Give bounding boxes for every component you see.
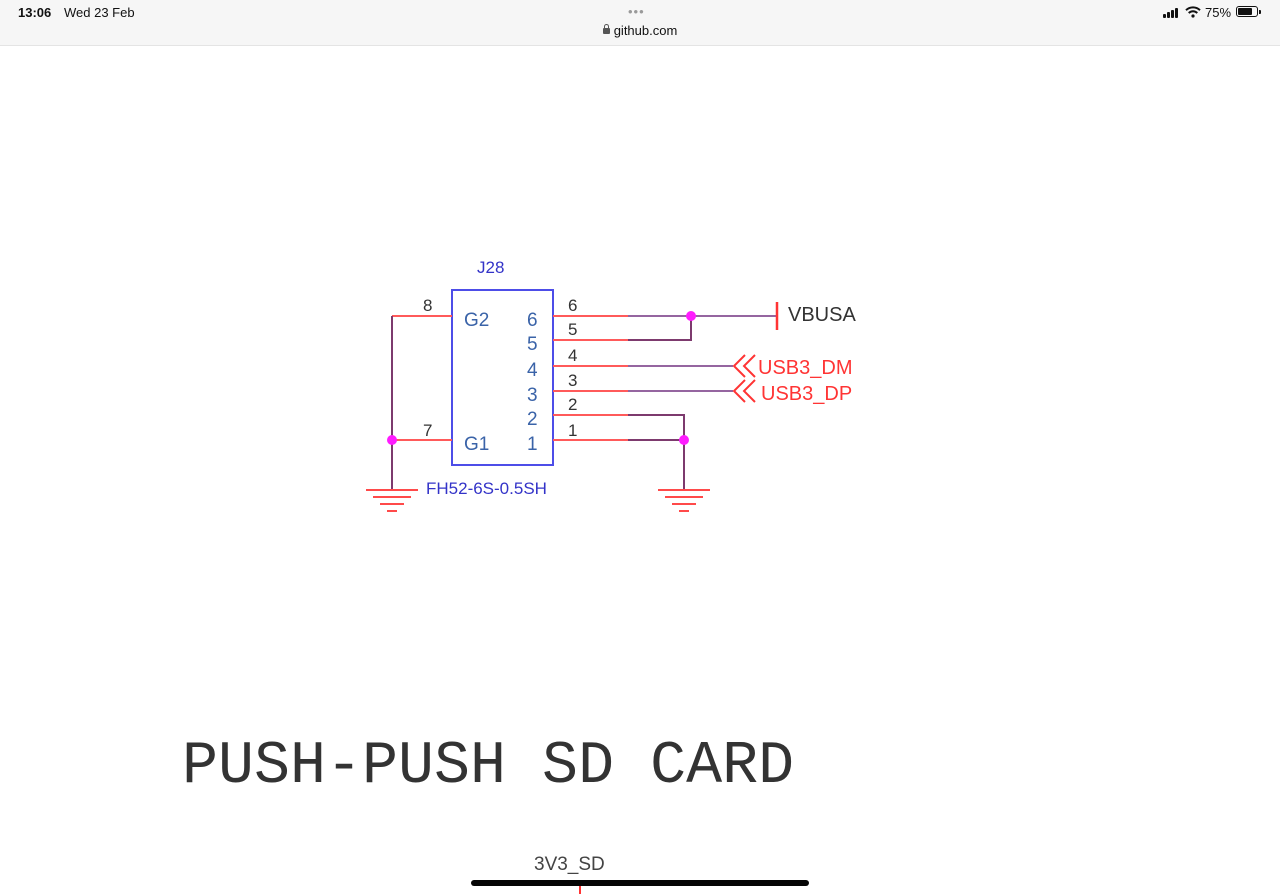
pin-number-7: 7 [423, 421, 432, 440]
pin-label-5: 5 [527, 334, 538, 355]
wifi-icon [1185, 6, 1201, 18]
battery-percent: 75% [1205, 5, 1232, 20]
home-indicator[interactable] [471, 880, 809, 886]
status-bar: 13:06 Wed 23 Feb ••• github.com 75% [0, 0, 1280, 46]
junction-left-ground [387, 435, 397, 445]
battery-icon [1236, 6, 1261, 17]
pin-number-6: 6 [568, 296, 577, 315]
net-label-usb3-dp: USB3_DP [761, 383, 852, 405]
more-dots-icon[interactable]: ••• [628, 4, 645, 19]
net-label-vbusa: VBUSA [788, 304, 856, 326]
signal-icon [1163, 8, 1181, 18]
pin-label-1: 1 [527, 434, 538, 455]
status-time: 13:06 [18, 5, 52, 20]
url-text: github.com [613, 23, 678, 38]
pin-number-4: 4 [568, 346, 577, 365]
ground-symbol-right [658, 489, 710, 512]
pin-label-3: 3 [527, 385, 538, 406]
pin-number-8: 8 [423, 296, 432, 315]
usb3-dp-port-arrow [732, 379, 756, 403]
pin-label-g1: G1 [464, 434, 489, 455]
address-bar[interactable]: github.com [0, 23, 1280, 38]
usb3-dm-port-arrow [732, 354, 756, 378]
pin-number-5: 5 [568, 320, 577, 339]
pin-label-g2: G2 [464, 310, 489, 331]
pin-number-1: 1 [568, 421, 577, 440]
junction-right-ground [679, 435, 689, 445]
lock-icon [602, 24, 610, 34]
pin-label-2: 2 [527, 409, 538, 430]
section-title: PUSH-PUSH SD CARD [182, 733, 794, 801]
pin-label-6: 6 [527, 310, 538, 331]
net-label-3v3-sd: 3V3_SD [534, 854, 605, 875]
pin-label-4: 4 [527, 360, 538, 381]
net-label-usb3-dm: USB3_DM [758, 357, 852, 379]
ground-wire-right [628, 414, 685, 490]
connector-part-number: FH52-6S-0.5SH [426, 479, 547, 498]
connector-body [451, 289, 554, 466]
connector-designator: J28 [477, 258, 504, 277]
junction-vbus [686, 311, 696, 321]
pin-number-2: 2 [568, 395, 577, 414]
pin5-wire [628, 316, 692, 341]
pin-number-3: 3 [568, 371, 577, 390]
ground-symbol-left [366, 489, 418, 512]
status-date: Wed 23 Feb [64, 5, 135, 20]
